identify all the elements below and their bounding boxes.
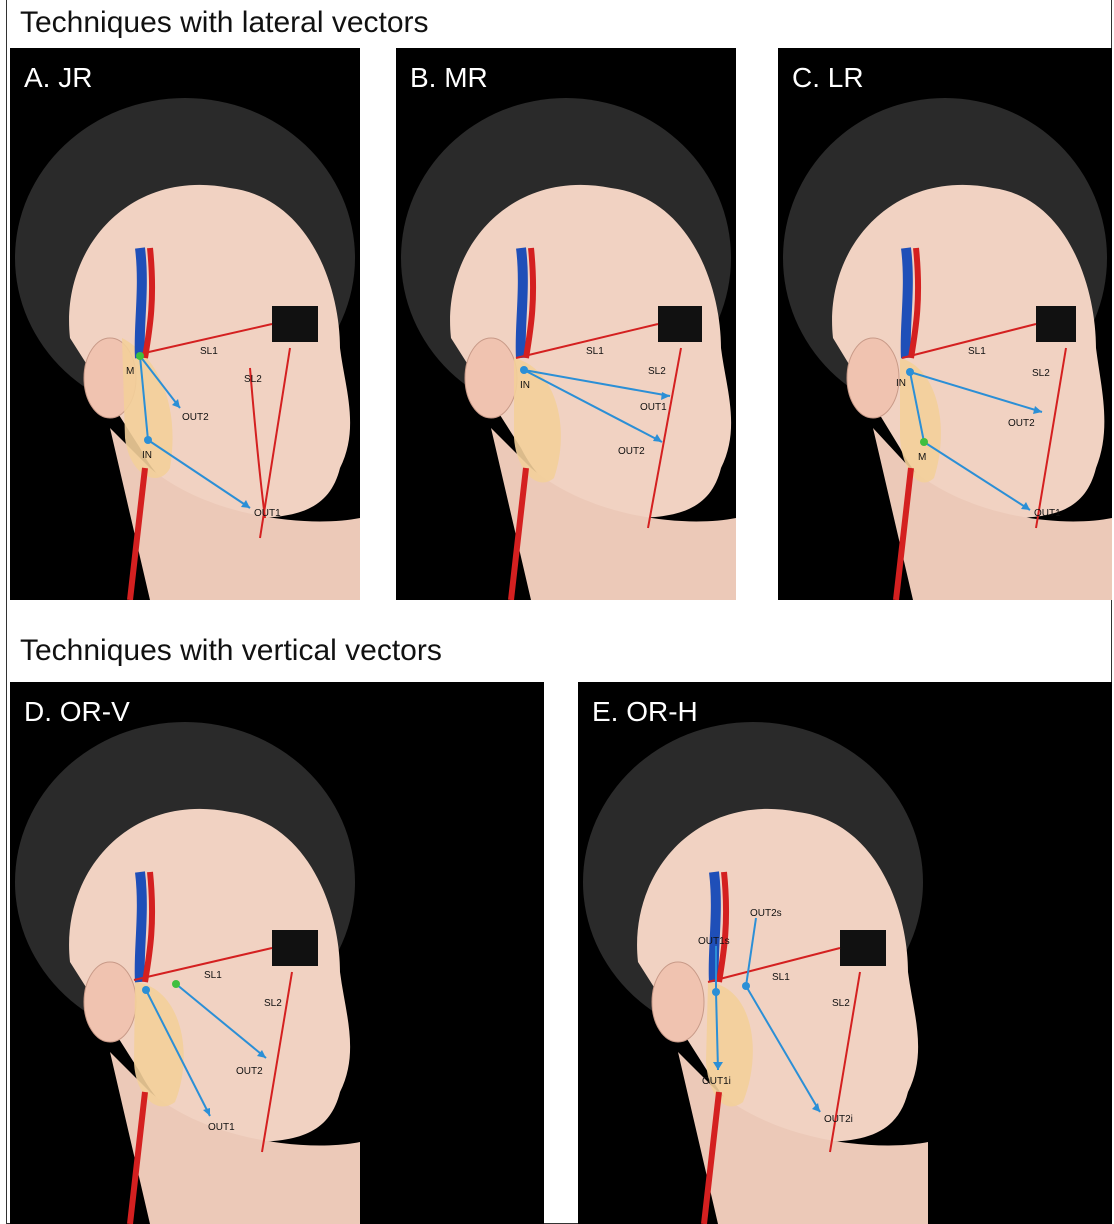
sl1-label: SL1 [586, 346, 604, 357]
sl2-label: SL2 [1032, 368, 1050, 379]
sl1-label: SL1 [772, 972, 790, 983]
panel-label: E. OR-H [592, 696, 698, 728]
point-label-out2i: OUT2i [824, 1114, 853, 1125]
panel-label: C. LR [792, 62, 864, 94]
point-label-out1: OUT1 [640, 402, 667, 413]
entry-dot [742, 982, 750, 990]
ear [847, 338, 899, 418]
point-label-out1: OUT1 [254, 508, 281, 519]
midpoint-dot [172, 980, 180, 988]
face-illustration-a: SL1 SL2 M IN OUT1 OUT2 [10, 48, 360, 600]
ear [84, 962, 136, 1042]
point-label-in: IN [142, 450, 152, 461]
panel-label: B. MR [410, 62, 488, 94]
panel-b-mr: B. MR SL1 SL2 IN OUT1 OUT2 [396, 48, 736, 600]
panel-e-or-h: E. OR-H SL1 SL2 OUT1s OUT2s OUT1i OUT2i [578, 682, 1112, 1224]
vein [906, 248, 908, 358]
point-label-out1s: OUT1s [698, 936, 730, 947]
point-label-out2s: OUT2s [750, 908, 782, 919]
entry-dot [142, 986, 150, 994]
eye-bar [1036, 306, 1076, 342]
section-title-lateral: Techniques with lateral vectors [20, 8, 429, 38]
point-label-out1: OUT1 [208, 1122, 235, 1133]
face-illustration-d: SL1 SL2 OUT1 OUT2 [10, 682, 544, 1224]
point-label-in: IN [520, 380, 530, 391]
point-label-out1i: OUT1i [702, 1076, 731, 1087]
point-label-in: IN [896, 378, 906, 389]
face-illustration-c: SL1 SL2 IN M OUT1 OUT2 [778, 48, 1112, 600]
face-illustration-e: SL1 SL2 OUT1s OUT2s OUT1i OUT2i [578, 682, 1112, 1224]
panel-label: A. JR [24, 62, 92, 94]
panel-label: D. OR-V [24, 696, 130, 728]
section-title-vertical: Techniques with vertical vectors [20, 636, 442, 666]
point-label-out1: OUT1 [1034, 508, 1061, 519]
entry-dot [712, 988, 720, 996]
eye-bar [840, 930, 886, 966]
sl2-label: SL2 [832, 998, 850, 1009]
point-label-out2: OUT2 [618, 446, 645, 457]
face-illustration-b: SL1 SL2 IN OUT1 OUT2 [396, 48, 736, 600]
ear [652, 962, 704, 1042]
vein [521, 248, 523, 358]
point-label-out2: OUT2 [236, 1066, 263, 1077]
sl2-label: SL2 [648, 366, 666, 377]
eye-bar [658, 306, 702, 342]
point-label-out2: OUT2 [1008, 418, 1035, 429]
entry-dot [906, 368, 914, 376]
sl1-label: SL1 [204, 970, 222, 981]
panel-c-lr: C. LR SL1 SL2 IN M OUT1 OUT2 [778, 48, 1112, 600]
panel-d-or-v: D. OR-V SL1 SL2 OUT1 OUT2 [10, 682, 544, 1224]
sl1-label: SL1 [200, 346, 218, 357]
sl2-label: SL2 [264, 998, 282, 1009]
sl2-label: SL2 [244, 374, 262, 385]
point-label-m: M [918, 452, 926, 463]
ear [465, 338, 517, 418]
midpoint-dot [920, 438, 928, 446]
entry-dot [144, 436, 152, 444]
point-label-m: M [126, 366, 134, 377]
point-label-out2: OUT2 [182, 412, 209, 423]
panel-a-jr: A. JR SL1 SL2 M IN OUT1 OUT2 [10, 48, 360, 600]
vein [140, 872, 142, 982]
sl1-label: SL1 [968, 346, 986, 357]
eye-bar [272, 930, 318, 966]
eye-bar [272, 306, 318, 342]
midpoint-dot [136, 352, 144, 360]
entry-dot [520, 366, 528, 374]
vein [140, 248, 142, 358]
